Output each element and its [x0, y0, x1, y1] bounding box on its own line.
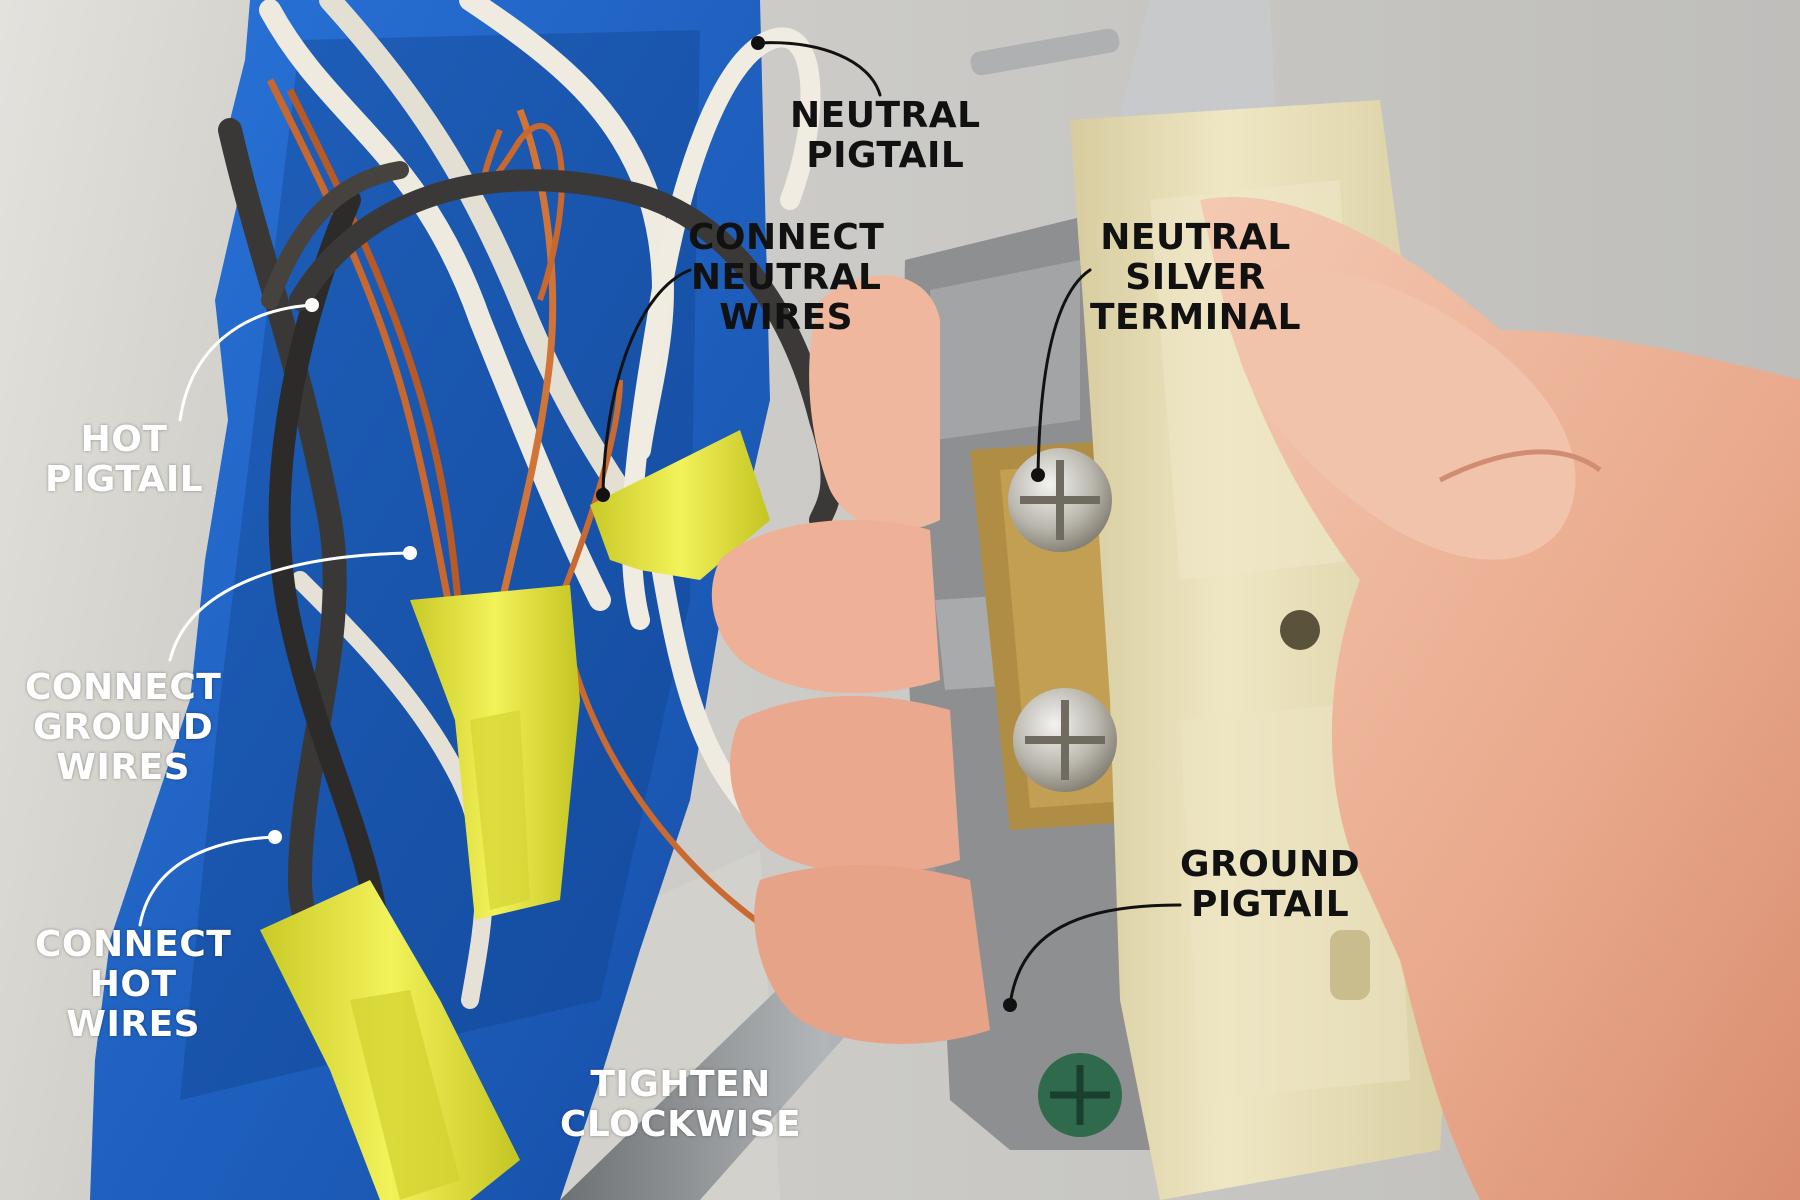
neutral-wire-nut: [590, 430, 770, 580]
connect-hot-wires-label: CONNECT HOT WIRES: [35, 924, 232, 1045]
connect-neutral-wires-label: CONNECT NEUTRAL WIRES: [688, 217, 885, 338]
hot-pigtail-label: HOT PIGTAIL: [45, 419, 204, 500]
connect-ground-wires-label: CONNECT GROUND WIRES: [25, 667, 222, 788]
tighten-clockwise-label: TIGHTEN CLOCKWISE: [560, 1064, 802, 1145]
hot-wire-nut: [260, 880, 520, 1200]
neutral-pigtail-label: NEUTRAL PIGTAIL: [790, 95, 981, 176]
ground-wire-nut: [410, 585, 580, 920]
ground-pigtail-label: GROUND PIGTAIL: [1180, 844, 1361, 925]
neutral-silver-terminal-label: NEUTRAL SILVER TERMINAL: [1090, 217, 1302, 338]
hand: [711, 196, 1800, 1200]
